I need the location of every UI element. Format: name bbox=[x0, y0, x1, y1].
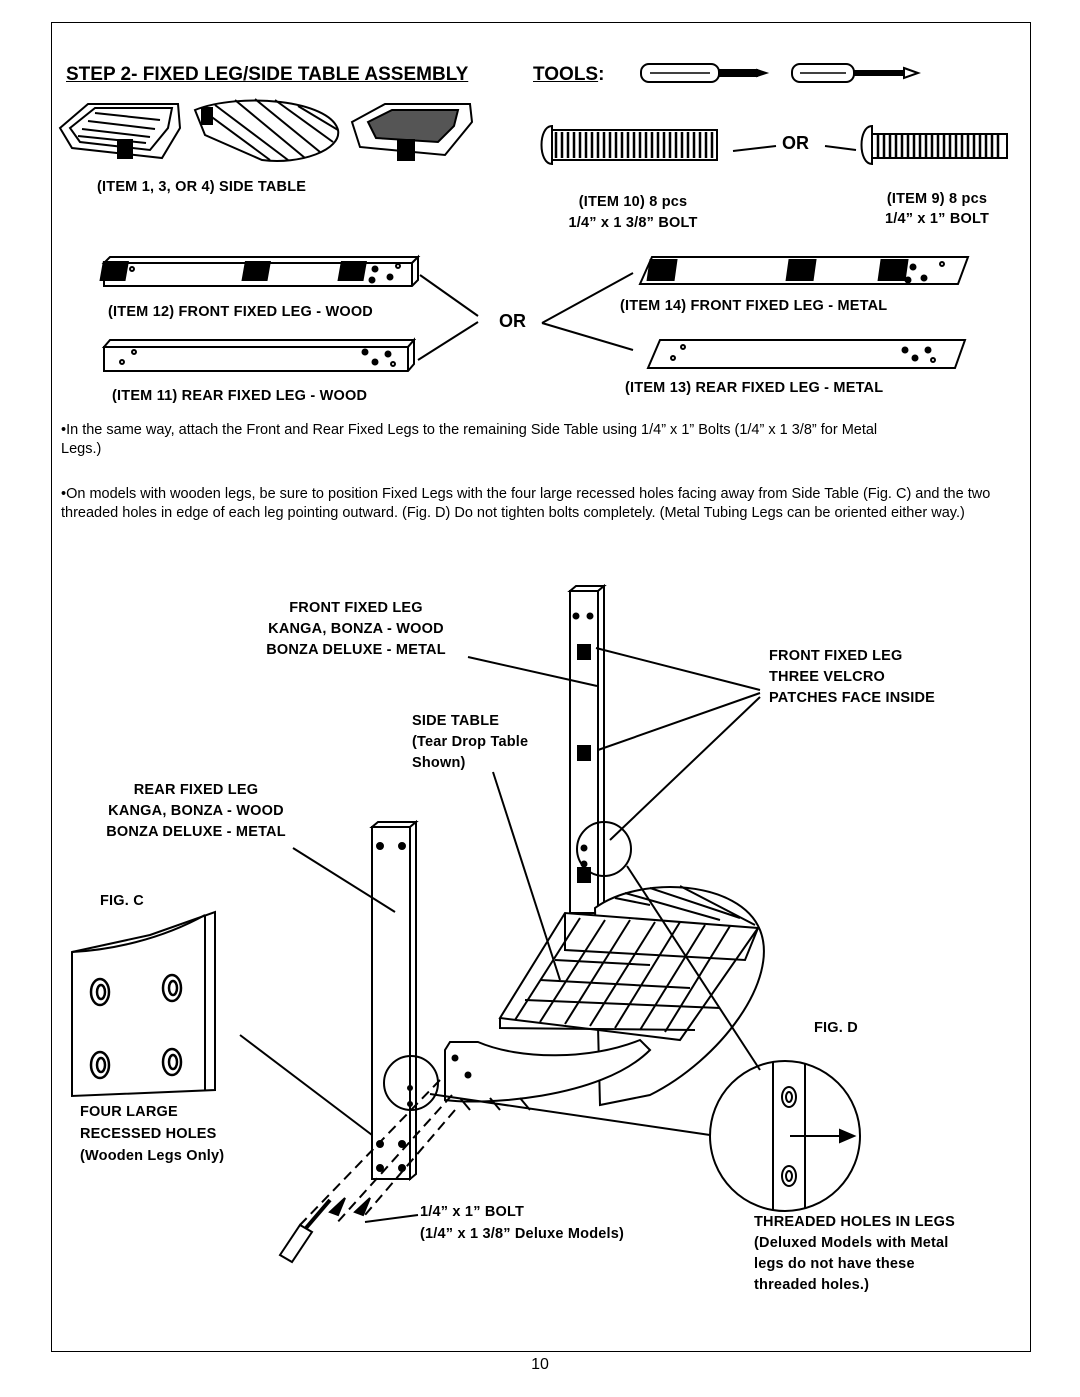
velcro-label-3: PATCHES FACE INSIDE bbox=[769, 690, 936, 706]
holes-label-3: (Wooden Legs Only) bbox=[80, 1148, 225, 1164]
fig-d-pointer bbox=[429, 1093, 711, 1136]
fig-d-pointer bbox=[626, 865, 761, 1071]
or-connector-left bbox=[732, 145, 777, 152]
screwdriver-assembly-icon bbox=[278, 1198, 332, 1264]
front-leg-label-3: BONZA DELUXE - METAL bbox=[266, 642, 446, 658]
holes-label-2: RECESSED HOLES bbox=[80, 1126, 217, 1142]
front-leg-label-1: FRONT FIXED LEG bbox=[289, 600, 423, 616]
velcro-label-1: FRONT FIXED LEG bbox=[769, 648, 903, 664]
front-leg-pointer bbox=[467, 656, 598, 687]
item14-label: (ITEM 14) FRONT FIXED LEG - METAL bbox=[620, 298, 888, 314]
threaded-label-2: (Deluxed Models with Metal bbox=[754, 1235, 949, 1251]
side-table-label-2: (Tear Drop Table bbox=[412, 734, 529, 750]
page-border bbox=[51, 22, 1031, 1352]
bolt-or-label: OR bbox=[782, 133, 809, 153]
bolt-pointer-line bbox=[364, 1214, 419, 1223]
fig-c-drawing bbox=[71, 910, 216, 1098]
threaded-label-4: threaded holes.) bbox=[754, 1277, 870, 1293]
bolt9-size: 1/4” x 1” BOLT bbox=[884, 211, 990, 227]
velcro-pointer bbox=[609, 696, 761, 841]
front-leg-wood-icon bbox=[99, 254, 421, 287]
rear-leg-metal-icon bbox=[646, 339, 967, 369]
side-table-label-3: Shown) bbox=[412, 755, 466, 771]
velcro-pointer bbox=[597, 692, 761, 751]
bolt-label-1: 1/4” x 1” BOLT bbox=[420, 1204, 525, 1220]
fig-d-drawing bbox=[709, 1060, 861, 1212]
rear-leg-pointer bbox=[292, 847, 396, 913]
bolt-label-2: (1/4” x 1 3/8” Deluxe Models) bbox=[420, 1226, 625, 1242]
or-line bbox=[541, 322, 634, 351]
bolt-arrows bbox=[328, 1197, 371, 1217]
item13-label: (ITEM 13) REAR FIXED LEG - METAL bbox=[625, 380, 884, 396]
bolt9-qty: (ITEM 9) 8 pcs bbox=[886, 191, 988, 207]
side-table-item-label: (ITEM 1, 3, OR 4) SIDE TABLE bbox=[97, 179, 307, 195]
or-line bbox=[541, 272, 634, 324]
legs-or-label: OR bbox=[499, 311, 526, 331]
item12-label: (ITEM 12) FRONT FIXED LEG - WOOD bbox=[108, 304, 373, 320]
holes-label-1: FOUR LARGE bbox=[80, 1104, 178, 1120]
page-number: 10 bbox=[531, 1356, 549, 1373]
side-table-mesh-icon bbox=[350, 103, 474, 161]
side-table-teardrop-icon bbox=[193, 98, 340, 162]
fig-c-pointer bbox=[239, 1034, 373, 1136]
threaded-label-1: THREADED HOLES IN LEGS bbox=[754, 1214, 955, 1230]
rear-leg-label-1: REAR FIXED LEG bbox=[133, 782, 259, 798]
rear-leg-label-3: BONZA DELUXE - METAL bbox=[106, 824, 286, 840]
fig-c-label: FIG. C bbox=[100, 893, 144, 909]
bolt10-qty: (ITEM 10) 8 pcs bbox=[578, 194, 688, 210]
screwdriver-phillips-icon bbox=[791, 63, 921, 83]
bolt-1-inch-icon bbox=[860, 124, 1008, 166]
velcro-label-2: THREE VELCRO bbox=[769, 669, 885, 685]
or-connector-right bbox=[824, 145, 857, 151]
side-table-drawing bbox=[444, 885, 765, 1111]
front-leg-metal-icon bbox=[638, 256, 970, 285]
side-table-label-1: SIDE TABLE bbox=[412, 713, 500, 729]
rear-leg-label-2: KANGA, BONZA - WOOD bbox=[108, 803, 284, 819]
instruction-paragraph-2: •On models with wooden legs, be sure to … bbox=[61, 486, 991, 521]
item11-label: (ITEM 11) REAR FIXED LEG - WOOD bbox=[112, 388, 368, 404]
or-line bbox=[419, 274, 479, 317]
or-line bbox=[417, 321, 479, 361]
step-title: STEP 2- FIXED LEG/SIDE TABLE ASSEMBLY bbox=[66, 64, 469, 85]
screwdriver-flat-icon bbox=[640, 63, 770, 83]
bolt10-size: 1/4” x 1 3/8” BOLT bbox=[568, 215, 698, 231]
side-table-square-icon bbox=[58, 103, 182, 160]
side-table-pointer bbox=[492, 771, 561, 981]
rear-leg-wood-icon bbox=[101, 337, 417, 372]
instruction-paragraph-1: •In the same way, attach the Front and R… bbox=[61, 422, 878, 457]
bolt-paths bbox=[299, 1079, 456, 1226]
threaded-label-3: legs do not have these bbox=[754, 1256, 915, 1272]
fig-d-label: FIG. D bbox=[814, 1020, 858, 1036]
front-leg-label-2: KANGA, BONZA - WOOD bbox=[268, 621, 444, 637]
detail-circle bbox=[576, 821, 632, 877]
bolt-1-3-8-icon bbox=[540, 124, 718, 166]
rear-fixed-leg-drawing bbox=[369, 819, 419, 1182]
tools-heading: TOOLS: bbox=[533, 64, 605, 85]
velcro-pointer bbox=[595, 647, 761, 691]
